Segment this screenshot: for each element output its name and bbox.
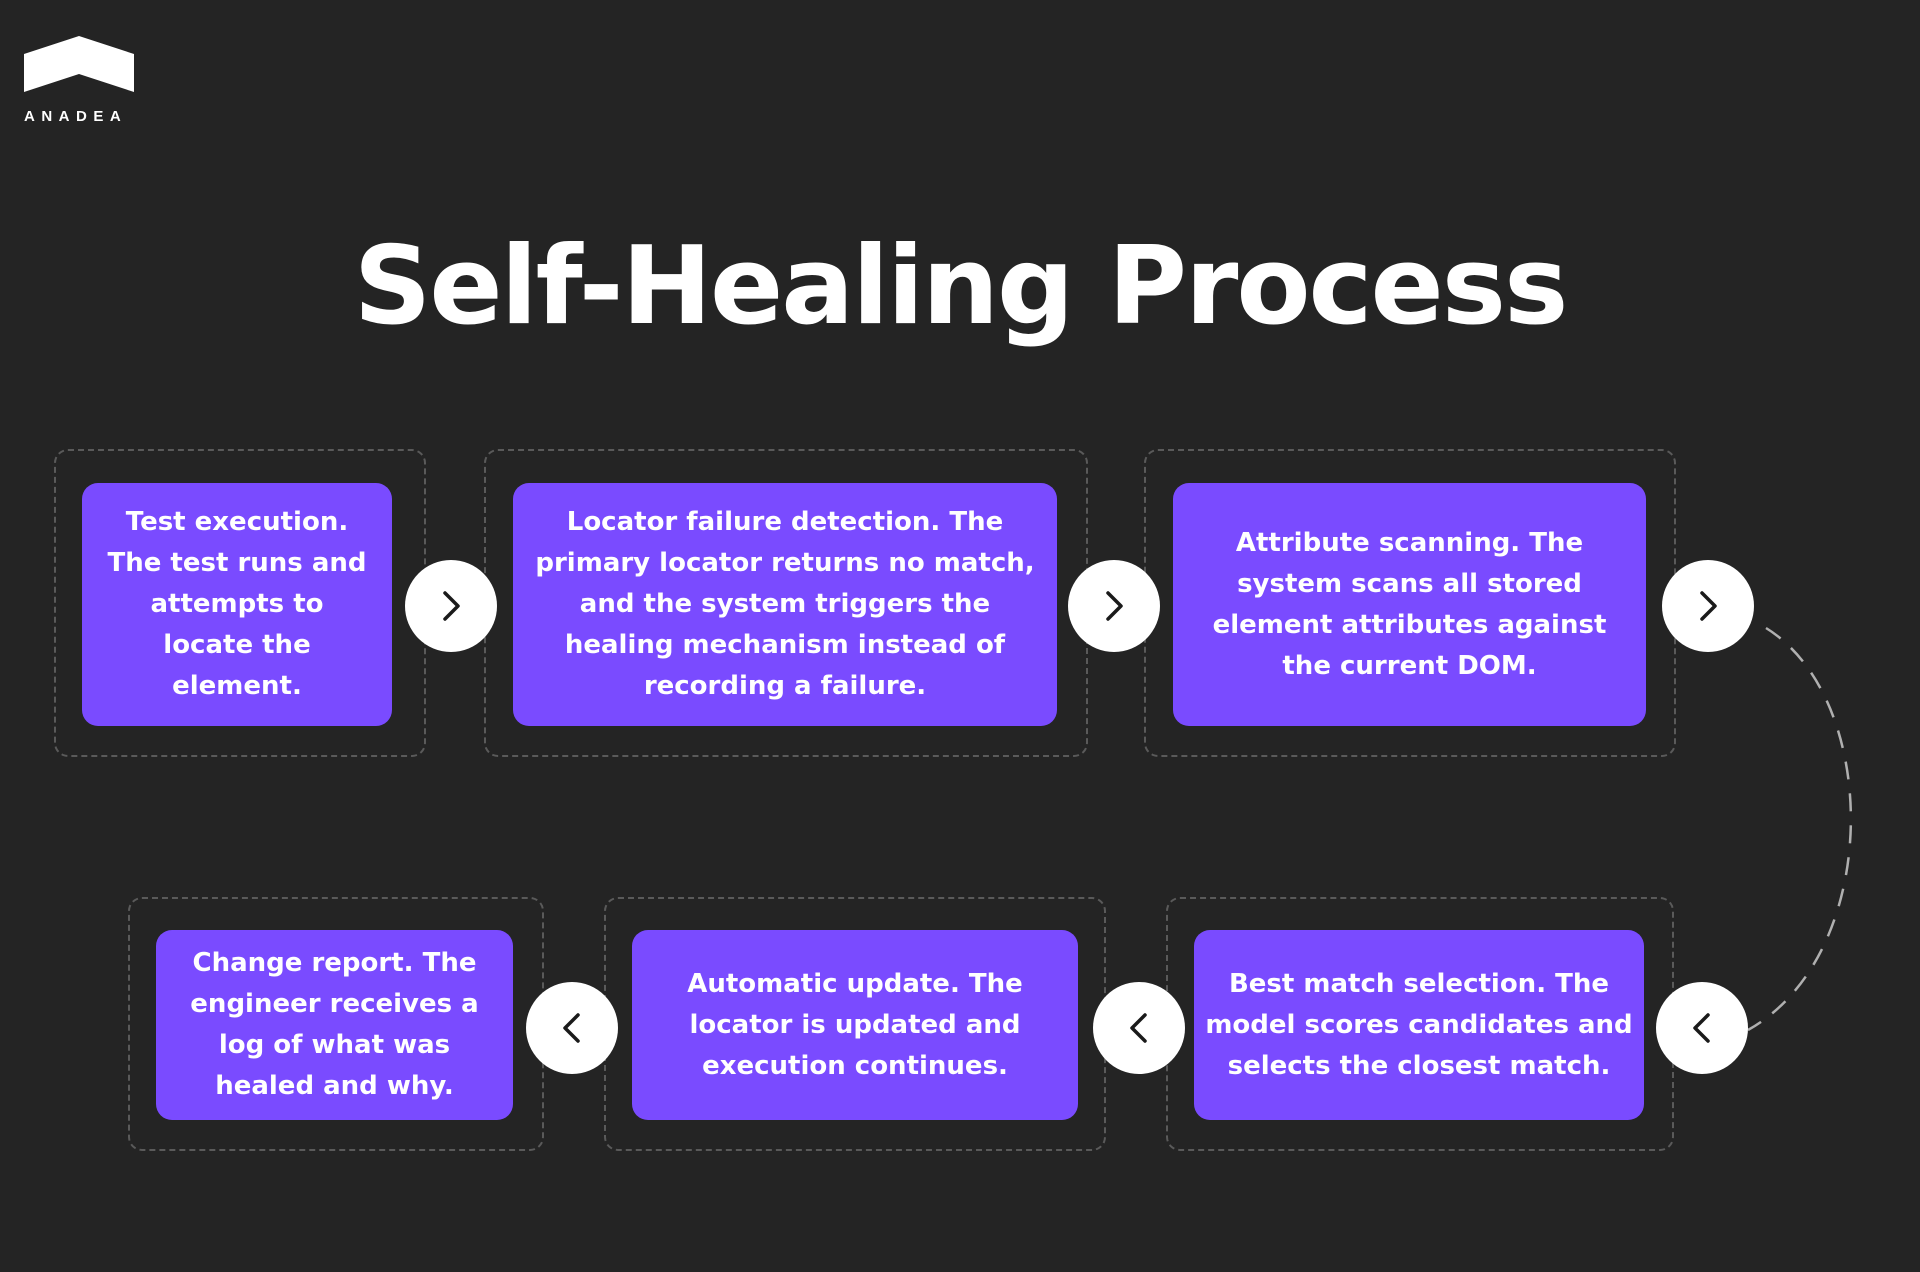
brand-name: ANADEA	[24, 108, 128, 125]
chevron-left-icon	[1693, 1013, 1710, 1043]
step-card-2: Locator failure detection. The primary l…	[513, 483, 1057, 726]
step-card-6: Change report. The engineer receives a l…	[156, 930, 513, 1120]
step-card-1: Test execution. The test runs and attemp…	[82, 483, 392, 726]
anadea-roof-logo-icon	[24, 36, 134, 92]
step-card-3: Attribute scanning. The system scans all…	[1173, 483, 1646, 726]
page-title: Self-Healing Process	[353, 224, 1569, 349]
next-arrow-2	[1068, 560, 1160, 652]
next-arrow-6	[526, 982, 618, 1074]
next-arrow-3	[1662, 560, 1754, 652]
brand-logo: ANADEA	[24, 36, 136, 125]
chevron-right-icon	[443, 591, 460, 621]
chevron-left-icon	[1130, 1013, 1147, 1043]
next-arrow-1	[405, 560, 497, 652]
chevron-right-icon	[1106, 591, 1123, 621]
step-card-4: Best match selection. The model scores c…	[1194, 930, 1644, 1120]
chevron-left-icon	[563, 1013, 580, 1043]
next-arrow-5	[1093, 982, 1185, 1074]
step-card-5: Automatic update. The locator is updated…	[632, 930, 1078, 1120]
chevron-right-icon	[1700, 591, 1717, 621]
next-arrow-4	[1656, 982, 1748, 1074]
